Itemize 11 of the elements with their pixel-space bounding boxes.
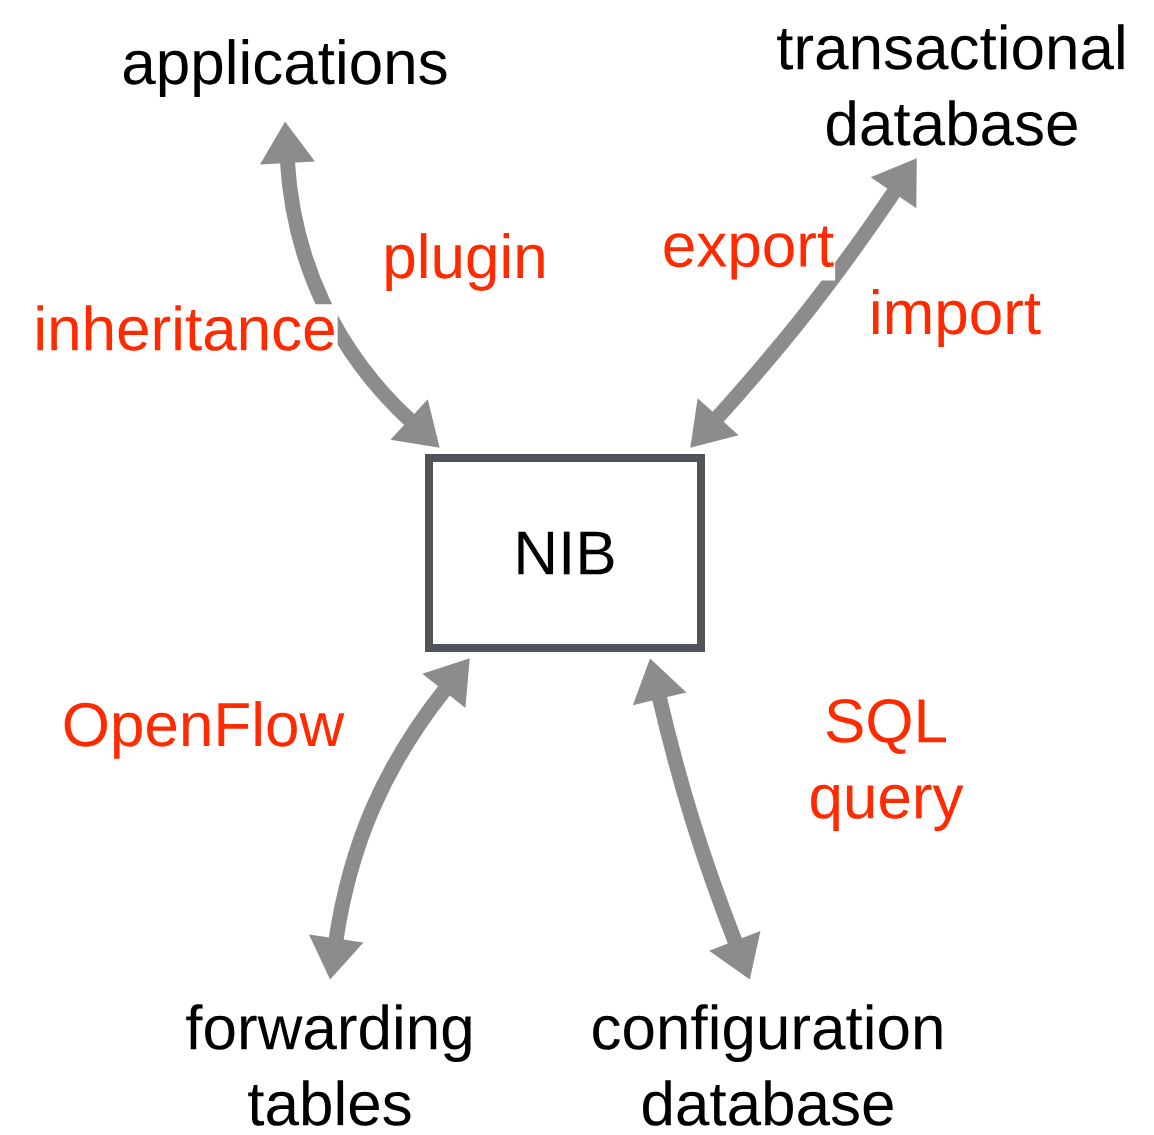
- annotation-label: export: [660, 225, 836, 281]
- node-label: applications: [123, 39, 447, 97]
- annotation-label: import: [867, 288, 1043, 348]
- process-box: NIB: [425, 454, 705, 652]
- edge-label: OpenFlow: [64, 701, 345, 759]
- edge-label: SQL query: [811, 698, 964, 832]
- node-label: transactional database: [777, 24, 1124, 146]
- annotation-label: inheritance: [32, 304, 338, 352]
- node-label: forwarding tables: [186, 1004, 471, 1126]
- annotation-label: plugin: [381, 232, 549, 292]
- node-label: configuration database: [593, 1004, 942, 1126]
